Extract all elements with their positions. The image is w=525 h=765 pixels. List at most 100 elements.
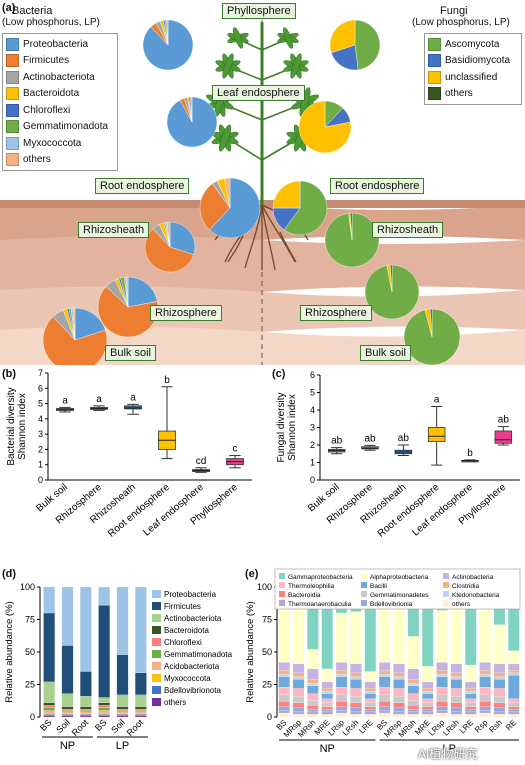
bacteria-legend-item: Gemmatimonadota xyxy=(6,119,114,136)
x-tick-label: Leaf endosphere xyxy=(410,482,475,539)
bar-segment xyxy=(479,673,491,677)
stacked-bar xyxy=(364,584,376,718)
stacked-bar xyxy=(465,586,477,718)
x-tick-label: Soil xyxy=(54,717,72,735)
bar-segment xyxy=(465,706,477,710)
bar-segment xyxy=(98,697,110,703)
bar-segment xyxy=(493,702,506,708)
pie-slice xyxy=(272,180,301,209)
box-4 xyxy=(192,467,210,473)
bar-segment xyxy=(364,709,376,712)
bar-segment xyxy=(465,709,477,712)
stacked-bar xyxy=(61,586,74,718)
y-tick-label: 0 xyxy=(38,475,43,485)
bar-segment xyxy=(335,662,348,671)
pie-chart xyxy=(403,308,461,365)
bar-segment xyxy=(422,681,434,689)
legend-swatch xyxy=(279,591,285,597)
bar-segment xyxy=(350,663,362,673)
legend-label: Myxococcota xyxy=(23,137,82,149)
bar-segment xyxy=(307,649,319,670)
legend-label: Bdellovibrionia xyxy=(370,601,413,608)
bar-segment xyxy=(335,694,348,702)
legend-swatch xyxy=(6,136,19,150)
bar-segment xyxy=(393,711,405,715)
y-tick-label: 50 xyxy=(25,647,35,657)
significance-letter: b xyxy=(467,448,473,459)
legend-label: Thermoleophilia xyxy=(288,583,335,590)
bar-segment xyxy=(43,681,55,703)
bar-segment xyxy=(98,702,110,706)
pie-chart xyxy=(364,264,420,320)
bar-segment xyxy=(493,672,506,677)
bar-segment xyxy=(61,645,74,694)
significance-letter: a xyxy=(434,395,440,406)
pie-slice xyxy=(224,177,231,209)
box-5 xyxy=(494,426,513,446)
bar-segment xyxy=(479,713,491,718)
bar-segment xyxy=(407,693,420,701)
bar-segment xyxy=(422,690,434,694)
y-tick-label: 25 xyxy=(25,680,35,690)
legend-label: Gemmatimonadota xyxy=(164,650,233,659)
legend-swatch xyxy=(443,600,449,606)
box-3 xyxy=(427,406,446,466)
bar-segment xyxy=(393,702,405,708)
fungi-legend-item: Ascomycota xyxy=(428,36,518,53)
legend-label: Chloroflexi xyxy=(23,104,71,116)
bar-segment xyxy=(307,668,319,680)
pie-chart xyxy=(166,96,218,148)
bar-segment xyxy=(43,707,55,711)
legend-label: Actinobacteriota xyxy=(23,71,95,83)
y-tick-label: 7 xyxy=(38,368,43,378)
bar-segment xyxy=(508,650,520,664)
bar-segment xyxy=(378,662,391,671)
y-tick-label: 5 xyxy=(38,399,43,409)
bar-segment xyxy=(335,686,348,695)
legend-label: Actinobacteria xyxy=(452,574,494,581)
bar-segment xyxy=(508,670,520,673)
x-tick-label: Root endosphere xyxy=(106,482,172,540)
legend-swatch xyxy=(152,626,161,634)
legend-swatch xyxy=(152,674,161,682)
bar-segment xyxy=(422,698,434,703)
panel-b-label: (b) xyxy=(2,368,17,380)
bar-segment xyxy=(307,693,319,701)
bar-segment xyxy=(135,706,147,710)
significance-letter: ab xyxy=(364,433,376,444)
bar-segment xyxy=(479,670,491,675)
fungi-legend-item: others xyxy=(428,86,518,103)
pie-slice xyxy=(350,212,353,241)
legend-label: unclassified xyxy=(445,71,498,83)
bar-segment xyxy=(364,681,376,689)
bar-segment xyxy=(493,624,506,664)
stacked-bar xyxy=(307,586,319,718)
bar-segment xyxy=(436,673,448,677)
bar-segment xyxy=(61,706,74,710)
bar-segment xyxy=(321,688,333,692)
bar-segment xyxy=(135,672,147,696)
bar-segment xyxy=(508,711,520,715)
bar-segment xyxy=(422,688,434,692)
bar-segment xyxy=(321,668,333,683)
bar-segment xyxy=(378,670,391,675)
bar-segment xyxy=(364,711,376,715)
bar-segment xyxy=(450,663,463,673)
bar-segment xyxy=(422,711,434,715)
pie-slice xyxy=(127,276,158,308)
y-axis-label: Fungal diversity xyxy=(276,392,287,462)
legend-swatch xyxy=(152,638,161,646)
bar-segment xyxy=(378,701,391,707)
legend-box xyxy=(274,568,521,610)
bar-segment xyxy=(436,713,448,718)
y-tick-label: 5 xyxy=(310,388,315,398)
bar-segment xyxy=(450,605,463,664)
bar-segment xyxy=(80,671,92,697)
bar-segment xyxy=(43,714,55,716)
pie-slice xyxy=(74,307,106,341)
bar-segment xyxy=(393,676,405,680)
bar-segment xyxy=(465,688,477,692)
bar-segment xyxy=(292,676,305,680)
